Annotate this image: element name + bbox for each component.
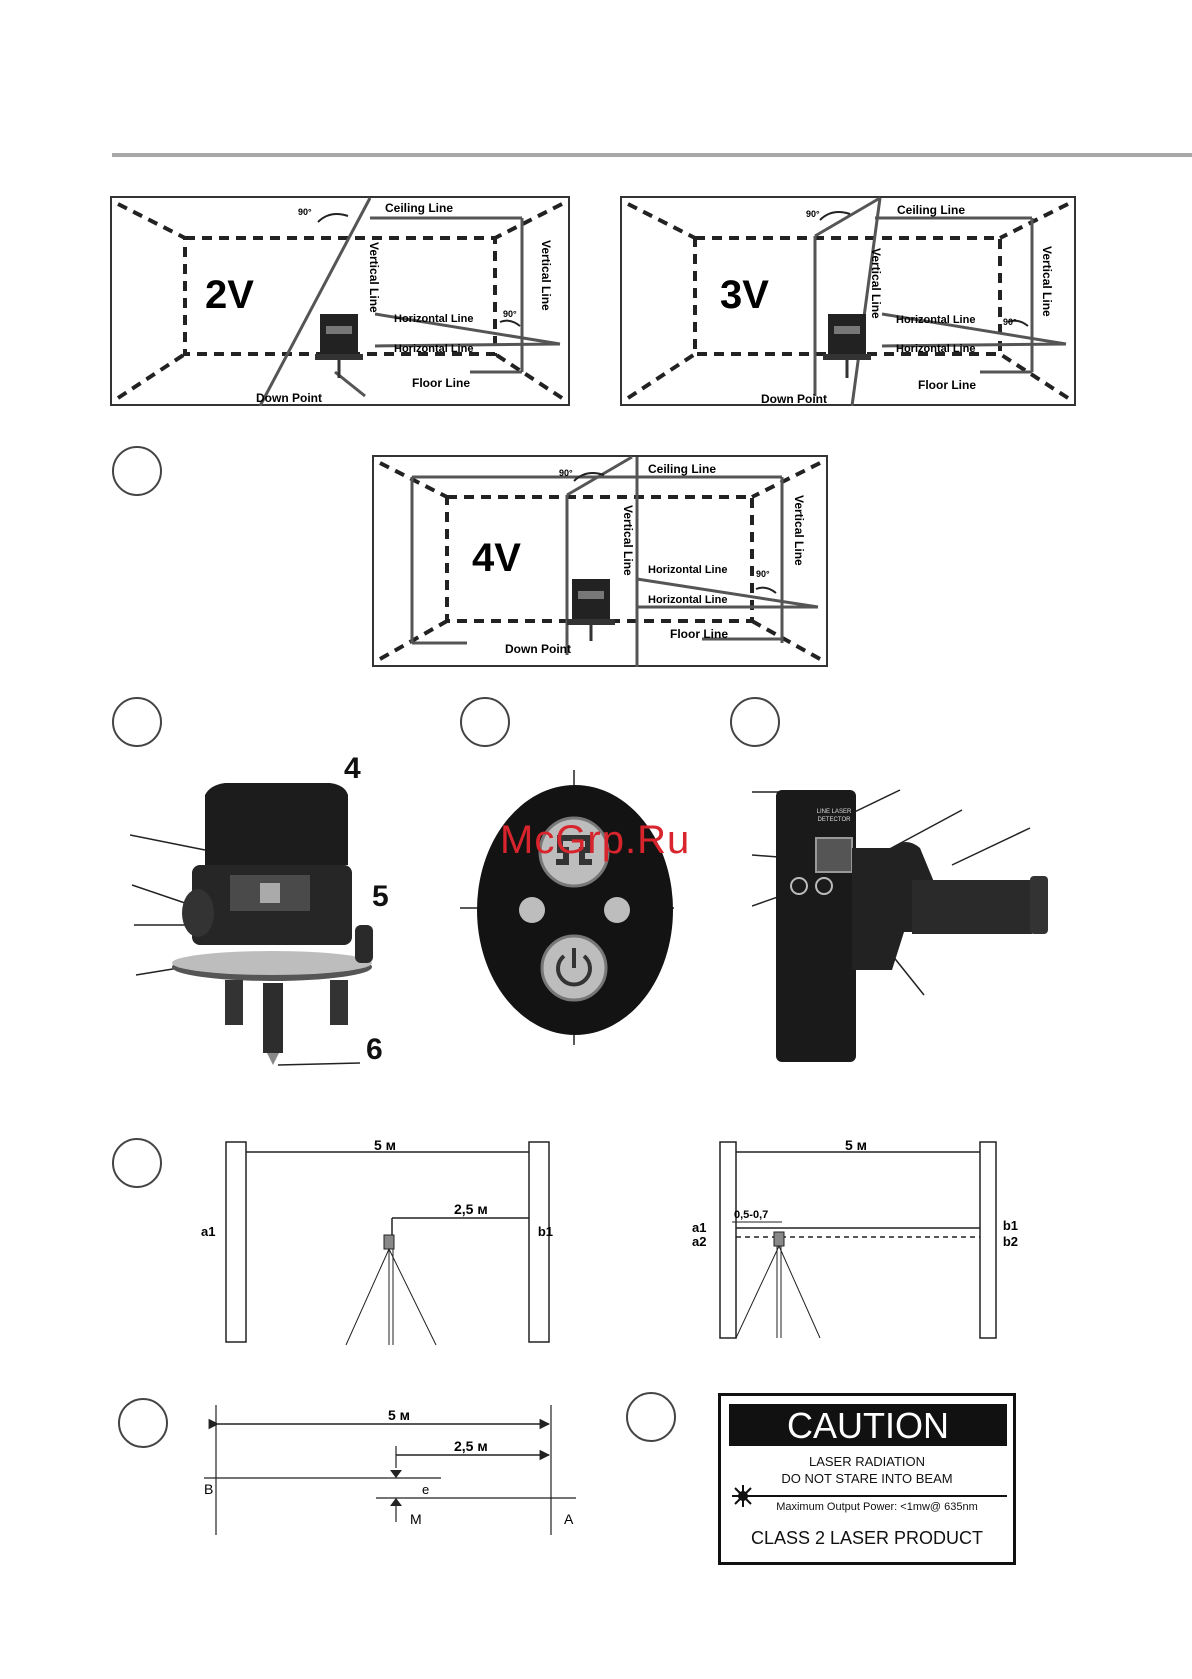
figure-marker-3 — [460, 697, 510, 747]
svg-text:Vertical Line: Vertical Line — [792, 495, 806, 566]
caution-class: CLASS 2 LASER PRODUCT — [750, 1528, 984, 1548]
svg-text:b1: b1 — [1003, 1218, 1018, 1233]
svg-text:Down Point: Down Point — [256, 391, 322, 405]
svg-text:Horizontal Line: Horizontal Line — [648, 564, 727, 576]
svg-text:90°: 90° — [298, 207, 312, 217]
svg-text:Horizontal Line: Horizontal Line — [394, 313, 473, 325]
laser-starburst-icon — [732, 1485, 1007, 1507]
svg-text:Vertical Line: Vertical Line — [1040, 246, 1054, 317]
svg-text:M: M — [410, 1511, 422, 1527]
svg-text:Ceiling Line: Ceiling Line — [648, 462, 716, 476]
svg-text:Floor Line: Floor Line — [918, 378, 976, 392]
caution-power: Maximum Output Power: <1mw@ 635nm — [776, 1501, 978, 1513]
figure-marker-4 — [730, 697, 780, 747]
mode-label: 2V — [205, 273, 254, 317]
watermark: McGrp.Ru — [500, 818, 691, 862]
svg-text:90°: 90° — [559, 468, 573, 478]
power-icon — [556, 954, 592, 987]
test-setup-left: 5 м 2,5 м a1 b1 — [201, 1140, 553, 1346]
laser-level-icon — [315, 314, 363, 378]
svg-text:a1: a1 — [201, 1224, 215, 1239]
right-button — [604, 897, 630, 923]
svg-text:90°: 90° — [806, 209, 820, 219]
svg-text:e: e — [422, 1482, 429, 1497]
test-setup-right: 5 м 0,5-0,7 a1 a2 b1 b2 — [692, 1140, 1018, 1339]
svg-text:2,5 м: 2,5 м — [454, 1438, 488, 1454]
svg-text:Horizontal Line: Horizontal Line — [648, 594, 727, 606]
caution-label: CAUTION LASER RADIATION DO NOT STARE INT… — [718, 1393, 1016, 1565]
room-diagram-2v: 2V Ceiling Line 90° 90° Horizontal Line … — [110, 196, 570, 406]
laser-level-icon — [823, 314, 871, 378]
svg-text:5 м: 5 м — [845, 1140, 867, 1153]
header-rule — [112, 153, 1192, 157]
svg-text:0,5-0,7: 0,5-0,7 — [734, 1209, 768, 1221]
laser-level-icon — [567, 579, 615, 641]
svg-text:4V: 4V — [472, 536, 521, 580]
caution-line-2: DO NOT STARE INTO BEAM — [781, 1471, 953, 1486]
svg-text:Down Point: Down Point — [505, 642, 571, 656]
callout-4: 4 — [344, 752, 361, 785]
svg-text:LINE LASER: LINE LASER — [817, 809, 852, 815]
svg-text:Vertical Line: Vertical Line — [367, 242, 381, 313]
caution-line-1: LASER RADIATION — [808, 1454, 926, 1469]
svg-text:Horizontal Line: Horizontal Line — [896, 314, 975, 326]
figure-marker-1 — [112, 446, 162, 496]
svg-text:Horizontal Line: Horizontal Line — [896, 343, 975, 355]
figure-marker-6 — [118, 1398, 168, 1448]
svg-text:Floor Line: Floor Line — [412, 376, 470, 390]
test-setup-2: 5 м 2,5 м B e M A — [204, 1405, 576, 1535]
svg-text:a1: a1 — [692, 1220, 706, 1235]
svg-text:Floor Line: Floor Line — [670, 627, 728, 641]
svg-text:90°: 90° — [756, 569, 770, 579]
svg-text:a2: a2 — [692, 1234, 706, 1249]
svg-text:Vertical Line: Vertical Line — [539, 240, 553, 311]
svg-text:Ceiling Line: Ceiling Line — [897, 203, 965, 217]
caution-title: CAUTION — [729, 1404, 1007, 1446]
svg-text:b2: b2 — [1003, 1234, 1018, 1249]
figure-marker-5 — [112, 1138, 162, 1188]
svg-text:90°: 90° — [503, 309, 517, 319]
room-diagram-4v: 4V Ceiling Line 90° 90° Horizontal Line … — [372, 455, 828, 667]
svg-text:Down Point: Down Point — [761, 392, 827, 406]
svg-text:b1: b1 — [538, 1224, 553, 1239]
svg-text:90°: 90° — [1003, 317, 1017, 327]
svg-text:5 м: 5 м — [374, 1140, 396, 1153]
svg-text:Vertical Line: Vertical Line — [869, 248, 883, 319]
laser-level-device — [130, 783, 373, 1066]
callout-6: 6 — [366, 1033, 383, 1066]
left-button — [519, 897, 545, 923]
svg-text:3V: 3V — [720, 273, 769, 317]
figure-marker-7 — [626, 1392, 676, 1442]
callout-5: 5 — [372, 880, 389, 913]
svg-text:Vertical Line: Vertical Line — [621, 505, 635, 576]
svg-text:B: B — [204, 1481, 213, 1497]
svg-text:2,5 м: 2,5 м — [454, 1201, 488, 1217]
control-panel — [460, 770, 674, 1045]
svg-text:Ceiling Line: Ceiling Line — [385, 201, 453, 215]
svg-text:DETECTOR: DETECTOR — [818, 817, 852, 823]
svg-text:A: A — [564, 1511, 574, 1527]
line-laser-detector: LINE LASER DETECTOR — [752, 789, 1048, 1062]
room-diagram-3v: 3V Ceiling Line 90° 90° Horizontal Line … — [620, 196, 1076, 406]
svg-text:5 м: 5 м — [388, 1407, 410, 1423]
svg-text:Horizontal Line: Horizontal Line — [394, 343, 473, 355]
figure-marker-2 — [112, 697, 162, 747]
